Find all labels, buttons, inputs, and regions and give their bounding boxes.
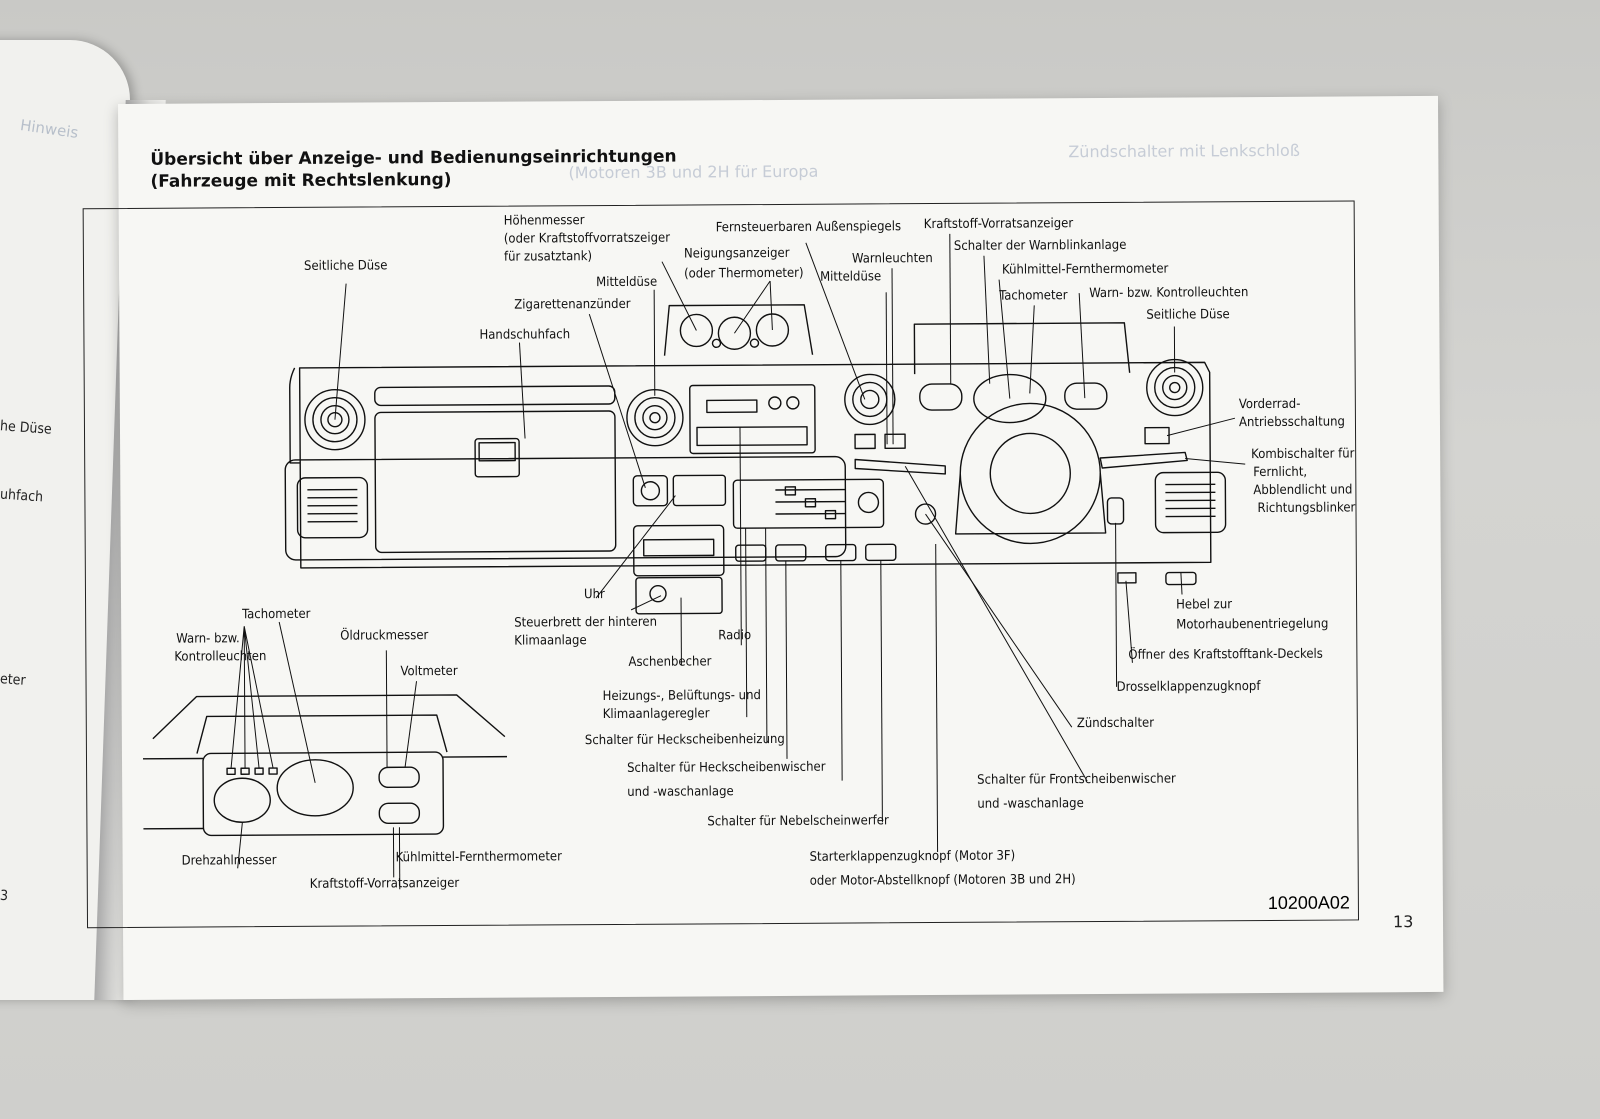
label-front-drive-1: Vorderrad- xyxy=(1238,396,1301,413)
combination-switch-stalk xyxy=(1099,451,1188,469)
label-ignition: Zündschalter xyxy=(1076,715,1155,732)
label-front-drive-2: Antriebsschaltung xyxy=(1238,414,1345,431)
label-heater-1: Heizungs-, Belüftungs- und xyxy=(602,688,761,705)
figure-frame: Seitliche Düse Höhenmesser (oder Kraftst… xyxy=(82,200,1360,929)
label-rear-climate-2: Klimaanlage xyxy=(514,633,587,649)
label-rear-defroster: Schalter für Heckscheibenheizung xyxy=(584,731,785,749)
label-inclinometer-1: Neigungsanzeiger xyxy=(683,245,790,262)
label-side-vent-left: Seitliche Düse xyxy=(303,258,388,274)
label-center-vent: Mitteldüse xyxy=(596,274,658,291)
label-inset-warning-2: Kontrolleuchten xyxy=(174,649,267,665)
instrument-cluster xyxy=(973,373,1047,424)
page-subtitle: (Fahrzeuge mit Rechtslenkung) xyxy=(150,169,452,192)
label-rear-climate-1: Steuerbrett der hinteren xyxy=(514,614,658,631)
radio xyxy=(689,384,816,455)
steering-wheel xyxy=(959,402,1101,545)
dashboard-diagram xyxy=(142,233,1246,890)
label-warning-lights: Warnleuchten xyxy=(851,251,933,267)
label-tachometer-rpm: Drehzahlmesser xyxy=(181,853,277,869)
dashboard-outline xyxy=(298,361,1212,569)
label-glovebox: Handschuhfach xyxy=(479,327,571,343)
label-oil-pressure: Öldruckmesser xyxy=(340,628,429,644)
ashtray xyxy=(635,576,723,615)
label-altimeter-2: (oder Kraftstoffvorratszeiger xyxy=(503,230,671,247)
label-coolant-top: Kühlmittel-Fernthermometer xyxy=(1001,261,1169,278)
label-inset-speedometer: Tachometer xyxy=(242,606,311,623)
dashboard-lower-body xyxy=(284,455,847,561)
label-fuel-door-opener: Öffner des Kraftstofftank-Deckels xyxy=(1128,646,1323,663)
label-choke-1: Starterklappenzugknopf (Motor 3F) xyxy=(809,848,1016,865)
label-combi-switch-1: Kombischalter für xyxy=(1251,446,1355,463)
label-warning-indicators-top: Warn- bzw. Kontrolleuchten xyxy=(1089,285,1249,302)
center-vent-right xyxy=(844,373,896,426)
label-ashtray: Aschenbecher xyxy=(628,654,712,670)
inset-cluster-drawing xyxy=(142,694,507,837)
label-inset-warning-1: Warn- bzw. xyxy=(176,631,240,647)
page-title: Übersicht über Anzeige- und Bedienungsei… xyxy=(150,146,677,170)
show-through-text: Zündschalter mit Lenkschloß xyxy=(1068,140,1300,162)
leader-lines xyxy=(230,233,1246,890)
manual-page: Zündschalter mit Lenkschloß (Motoren 3B … xyxy=(82,95,1444,1000)
left-page-fragment: eter xyxy=(0,671,27,689)
label-heater-2: Klimaanlageregler xyxy=(602,706,710,723)
label-clock: Uhr xyxy=(583,587,605,603)
label-altimeter-1: Höhenmesser xyxy=(503,213,585,229)
figure-code: 10200A02 xyxy=(1267,892,1350,913)
label-front-wiper-1: Schalter für Frontscheibenwischer xyxy=(977,771,1176,788)
label-side-vent-right: Seitliche Düse xyxy=(1146,307,1230,323)
label-combi-switch-3: Abblendlicht und xyxy=(1253,482,1353,499)
side-vent-left xyxy=(304,388,366,451)
clock xyxy=(672,474,727,507)
label-inclinometer-2: (oder Thermometer) xyxy=(684,265,804,282)
left-page-fragment: uhfach xyxy=(0,486,44,506)
label-cigarette-lighter: Zigarettenanzünder xyxy=(514,296,631,313)
glovebox xyxy=(374,410,617,554)
label-altimeter-3: für zusatztank) xyxy=(503,249,593,265)
page-number: 13 xyxy=(1392,912,1414,932)
label-inset-fuel: Kraftstoff-Vorratsanzeiger xyxy=(309,875,460,892)
heater-control-panel xyxy=(732,478,885,529)
label-hood-release-2: Motorhaubenentriegelung xyxy=(1176,616,1329,633)
label-inset-coolant: Kühlmittel-Fernthermometer xyxy=(395,849,562,866)
label-choke-2: oder Motor-Abstellknopf (Motoren 3B und … xyxy=(809,872,1076,889)
label-radio: Radio xyxy=(718,628,752,644)
left-page-fragment: 3 xyxy=(0,887,9,905)
gauge-pod xyxy=(663,304,814,356)
label-center-vent-right: Mitteldüse xyxy=(820,269,882,285)
label-fuel-gauge-top: Kraftstoff-Vorratsanzeiger xyxy=(923,216,1074,233)
label-combi-switch-4: Richtungsblinker xyxy=(1257,500,1356,517)
label-remote-mirror: Fernsteuerbaren Außenspiegels xyxy=(715,219,902,236)
left-page-ghost-text: Hinweis xyxy=(19,116,80,142)
left-page-fragment: he Düse xyxy=(0,418,53,438)
label-voltmeter: Voltmeter xyxy=(400,663,458,680)
label-rear-wiper-2: und -waschanlage xyxy=(627,784,734,800)
label-speedometer-top: Tachometer xyxy=(999,288,1068,304)
label-hazard-switch: Schalter der Warnblinkanlage xyxy=(953,237,1127,254)
label-fog-switch: Schalter für Nebelscheinwerfer xyxy=(707,813,889,830)
cigarette-lighter xyxy=(640,481,661,501)
label-throttle-knob: Drosselklappenzugknopf xyxy=(1116,679,1261,695)
label-rear-wiper-1: Schalter für Heckscheibenwischer xyxy=(627,759,826,776)
label-front-wiper-2: und -waschanlage xyxy=(977,796,1084,812)
label-combi-switch-2: Fernlicht, xyxy=(1253,464,1308,481)
label-hood-release-1: Hebel zur xyxy=(1176,597,1233,613)
